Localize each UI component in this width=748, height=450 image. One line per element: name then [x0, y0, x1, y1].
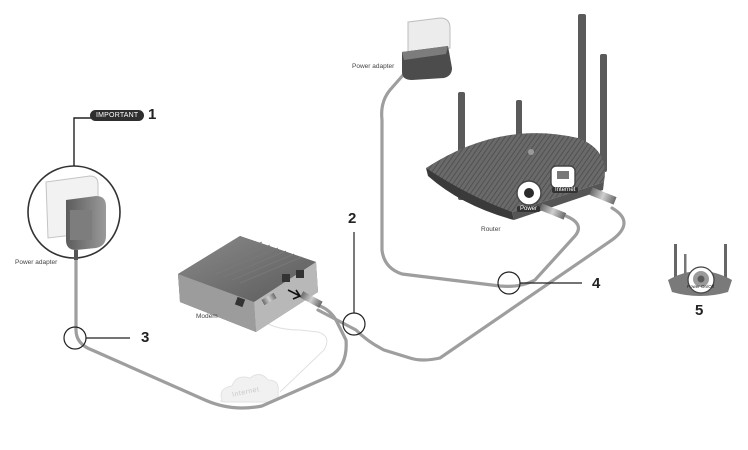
- step-5-number: 5: [695, 302, 704, 319]
- arrow-icon: [287, 289, 302, 300]
- ethernet-cable: [316, 206, 626, 362]
- router-label: Router: [481, 226, 501, 233]
- power-button-zoom: [668, 244, 732, 296]
- router-power-cable: [380, 72, 581, 288]
- step-3-number: 3: [141, 329, 150, 346]
- router-power-adapter: [402, 17, 452, 80]
- step-leaders: [86, 232, 582, 339]
- step-2-number: 2: [348, 210, 357, 227]
- power-adapter-left-label: Power adapter: [15, 259, 58, 266]
- modem-label: Modem: [196, 313, 218, 320]
- internet-cloud: [220, 374, 279, 403]
- modem-device: [178, 236, 323, 332]
- step-4-number: 4: [592, 275, 601, 292]
- step-4-marker: [497, 271, 521, 295]
- power-onoff-label: Power On/Off: [687, 284, 715, 289]
- router-device: [426, 14, 617, 220]
- important-badge: IMPORTANT: [90, 110, 145, 121]
- power-adapter-top-label: Power adapter: [352, 63, 395, 70]
- power-port-label: Power: [517, 206, 541, 212]
- modem-power-adapter-callout: [27, 117, 121, 260]
- cables: [74, 72, 626, 410]
- internet-port-label: Internet: [552, 187, 579, 193]
- step-1-number: 1: [148, 106, 157, 123]
